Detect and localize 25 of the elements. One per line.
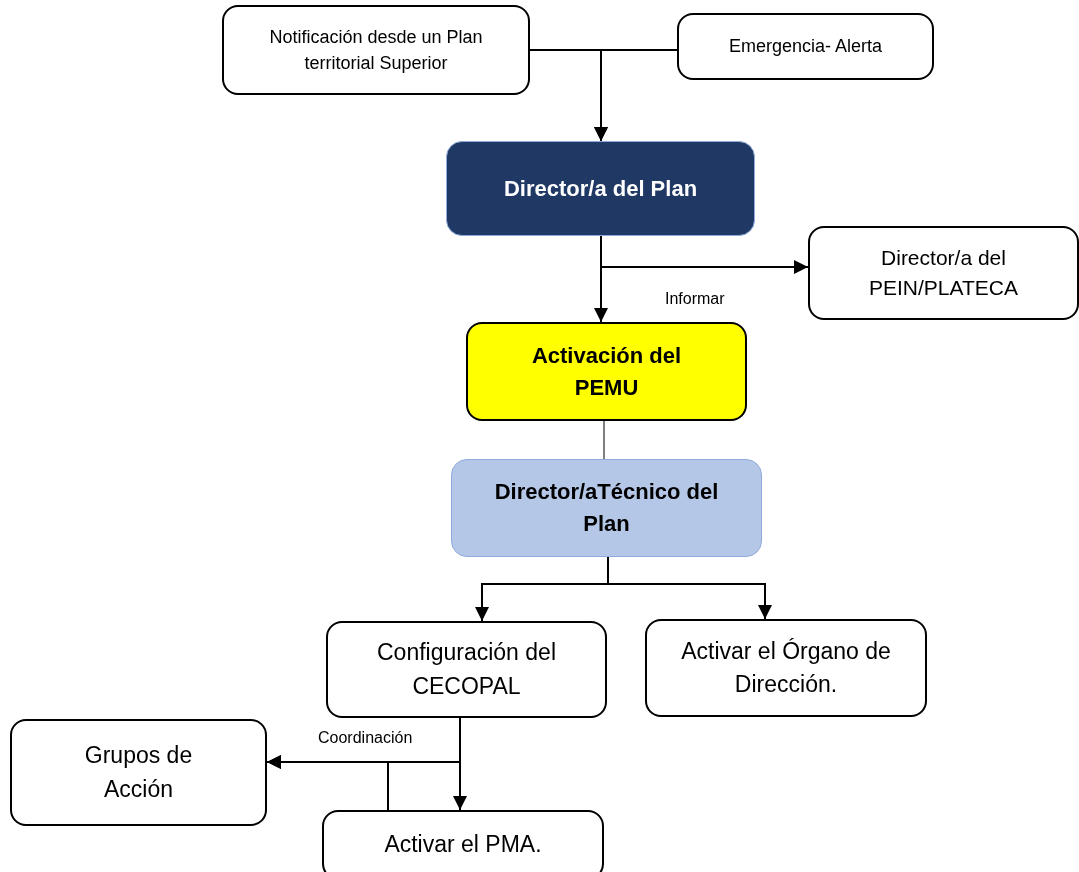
box-text: Activación del PEMU xyxy=(530,341,683,402)
box-text: Configuración del CECOPAL xyxy=(376,638,557,701)
process-box xyxy=(326,621,607,718)
process-box xyxy=(466,322,747,421)
process-box xyxy=(645,619,927,717)
box-text: Grupos de Acción xyxy=(83,741,194,804)
arrow xyxy=(600,235,809,274)
process-box xyxy=(808,226,1079,320)
connector-line xyxy=(603,420,605,460)
box-text: Emergencia- Alerta xyxy=(728,35,883,59)
box-text: Director/aTécnico del Plan xyxy=(493,478,720,538)
process-box xyxy=(222,5,530,95)
box-text: Notificación desde un Plan territorial Superior xyxy=(268,25,484,75)
process-box xyxy=(10,719,267,826)
arrow xyxy=(607,556,772,620)
box-text: Director/a del Plan xyxy=(503,174,698,203)
process-box xyxy=(446,141,755,236)
arrow xyxy=(266,755,389,811)
box-text: Activar el Órgano de Dirección. xyxy=(680,636,892,699)
process-box xyxy=(677,13,934,80)
process-box xyxy=(451,459,762,557)
box-text: Director/a del PEIN/PLATECA xyxy=(868,244,1019,301)
box-text: Activar el PMA. xyxy=(384,830,542,860)
arrow xyxy=(594,49,678,142)
process-box xyxy=(322,810,604,872)
